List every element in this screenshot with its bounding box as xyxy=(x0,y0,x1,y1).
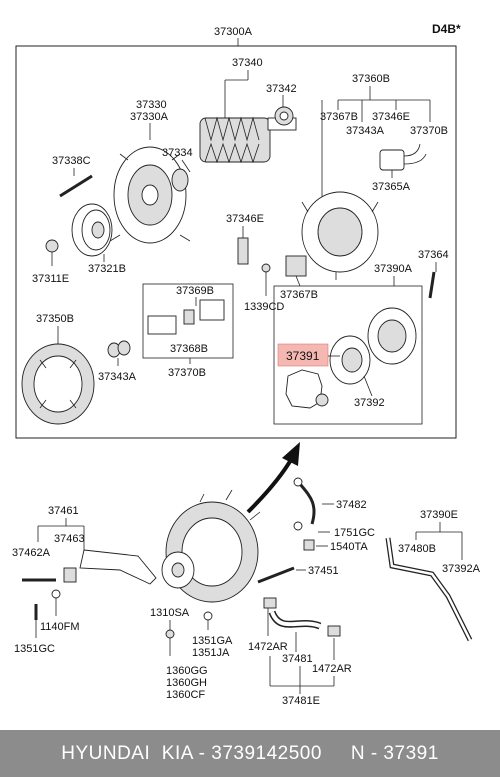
part-37368B xyxy=(147,315,177,335)
regulator-group-frame xyxy=(273,285,423,425)
bearing-37334 xyxy=(171,168,189,192)
part-37343A-b xyxy=(117,340,131,356)
washer-1140FM xyxy=(51,589,61,599)
connector-37365A xyxy=(379,143,427,171)
label-1540TA[interactable]: 1540TA xyxy=(330,541,368,553)
screw-1339CD xyxy=(261,263,271,273)
parts-diagram: D4B* 37300A 37340 37342 37330 37330A 373… xyxy=(12,22,481,707)
front-bracket-part xyxy=(109,146,191,244)
label-37343A[interactable]: 37343A xyxy=(98,371,137,383)
clamp-1472AR-right xyxy=(327,625,341,637)
washer-1351GA xyxy=(203,611,213,621)
alternator-assembly-frame xyxy=(15,45,457,439)
label-37365A[interactable]: 37365A xyxy=(372,181,411,193)
label-37343A-top[interactable]: 37343A xyxy=(346,125,385,137)
label-1339CD[interactable]: 1339CD xyxy=(244,301,284,313)
bolt-37451 xyxy=(257,566,295,584)
label-37368B[interactable]: 37368B xyxy=(170,343,208,355)
assembly-arrow xyxy=(246,442,300,514)
label-37481E[interactable]: 37481E xyxy=(282,695,320,707)
label-37340[interactable]: 37340 xyxy=(232,57,263,69)
label-1310SA[interactable]: 1310SA xyxy=(150,607,190,619)
label-37330A[interactable]: 37330A xyxy=(130,111,169,123)
label-37300A[interactable]: 37300A xyxy=(214,26,253,38)
part-37391-body xyxy=(329,335,371,385)
part-37391-plate xyxy=(285,369,329,409)
label-37461[interactable]: 37461 xyxy=(48,505,79,517)
label-37482[interactable]: 37482 xyxy=(336,499,367,511)
label-1140FM[interactable]: 1140FM xyxy=(40,621,80,633)
alternator-part xyxy=(161,489,261,603)
footer-part-number: HYUNDAI KIA - 3739142500 N - 37391 xyxy=(61,742,439,764)
nut-1540TA xyxy=(303,539,315,551)
label-37342[interactable]: 37342 xyxy=(266,83,297,95)
label-37311E[interactable]: 37311E xyxy=(32,273,69,285)
label-37334[interactable]: 37334 xyxy=(162,147,193,159)
cable-37482 xyxy=(298,483,316,525)
highlight-37391 xyxy=(277,343,329,367)
label-37390A[interactable]: 37390A xyxy=(374,263,413,275)
label-37392[interactable]: 37392 xyxy=(354,397,385,409)
label-37462A[interactable]: 37462A xyxy=(12,547,51,559)
label-37338C[interactable]: 37338C xyxy=(52,155,91,167)
brush-holder-box xyxy=(142,283,234,359)
label-1751GC[interactable]: 1751GC xyxy=(334,527,375,539)
label-37391[interactable]: 37391 xyxy=(286,349,320,363)
label-1472AR-left[interactable]: 1472AR xyxy=(248,641,288,653)
nut-1310SA xyxy=(165,629,175,639)
part-37463 xyxy=(63,567,77,583)
label-37346E-top[interactable]: 37346E xyxy=(372,111,410,123)
label-37370B-top[interactable]: 37370B xyxy=(410,125,448,137)
bolt-37364 xyxy=(428,271,436,299)
label-37346E[interactable]: 37346E xyxy=(226,213,264,225)
diagram-code: D4B* xyxy=(432,22,461,36)
part-37369B xyxy=(183,309,195,325)
label-1351GC[interactable]: 1351GC xyxy=(14,643,55,655)
bolt-37338C xyxy=(59,174,93,198)
label-1351GA[interactable]: 1351GA xyxy=(192,635,233,647)
part-37367B xyxy=(285,255,307,277)
label-37480B[interactable]: 37480B xyxy=(398,543,436,555)
label-37369B[interactable]: 37369B xyxy=(176,285,214,297)
label-1360CF[interactable]: 1360CF xyxy=(166,689,205,701)
label-37360B[interactable]: 37360B xyxy=(352,73,390,85)
label-1472AR-right[interactable]: 1472AR xyxy=(312,663,352,675)
label-37481[interactable]: 37481 xyxy=(282,653,313,665)
rear-bracket-part xyxy=(301,191,379,280)
label-37367B[interactable]: 37367B xyxy=(280,289,318,301)
label-37350B[interactable]: 37350B xyxy=(36,313,74,325)
label-37390E[interactable]: 37390E xyxy=(420,509,458,521)
terminal-37346E xyxy=(237,237,249,265)
pulley-37321B xyxy=(71,203,113,257)
label-37321B[interactable]: 37321B xyxy=(88,263,126,275)
label-37364[interactable]: 37364 xyxy=(418,249,449,261)
label-37451[interactable]: 37451 xyxy=(308,565,339,577)
label-37330[interactable]: 37330 xyxy=(136,99,167,111)
stator-37350B xyxy=(21,343,95,425)
label-37463[interactable]: 37463 xyxy=(54,533,85,545)
label-37370B[interactable]: 37370B xyxy=(168,367,206,379)
label-1351JA[interactable]: 1351JA xyxy=(192,647,230,659)
nut-37311E xyxy=(45,239,59,253)
label-37392A[interactable]: 37392A xyxy=(442,563,481,575)
label-1360GH[interactable]: 1360GH xyxy=(166,677,207,689)
clamp-1472AR-left xyxy=(263,597,277,609)
footer-bar: HYUNDAI KIA - 3739142500 N - 37391 xyxy=(0,730,500,777)
regulator-cover xyxy=(367,307,417,365)
label-1360GG[interactable]: 1360GG xyxy=(166,665,208,677)
label-37367B-top[interactable]: 37367B xyxy=(320,111,358,123)
bracket-37461 xyxy=(79,549,157,585)
